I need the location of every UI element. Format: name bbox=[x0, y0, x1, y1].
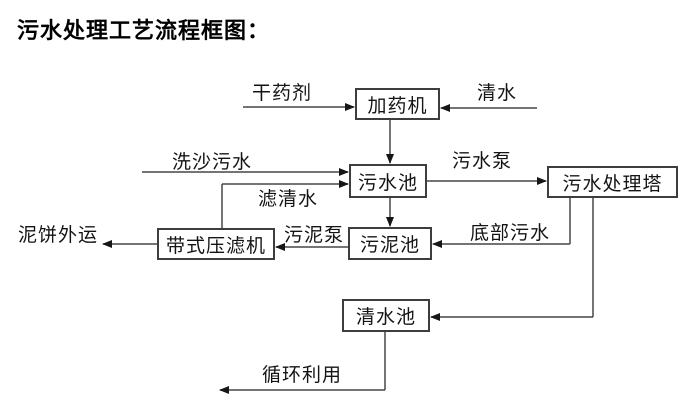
node-clean-water-pool: 清水池 bbox=[342, 299, 430, 332]
edge-label-clean-water: 清水 bbox=[477, 83, 518, 104]
node-sewage-treatment-tower: 污水处理塔 bbox=[547, 166, 678, 198]
node-belt-filter-press: 带式压滤机 bbox=[157, 228, 275, 260]
edge-label-filtered-water: 滤清水 bbox=[258, 189, 319, 210]
edge-label-sludge-pump: 污泥泵 bbox=[284, 225, 345, 246]
node-sludge-pool: 污泥池 bbox=[348, 227, 432, 260]
node-sewage-pool: 污水池 bbox=[349, 164, 427, 198]
edge-label-bottom-sewage: 底部污水 bbox=[470, 223, 551, 244]
page-title: 污水处理工艺流程框图： bbox=[17, 18, 271, 43]
node-dosing-machine: 加药机 bbox=[355, 88, 440, 120]
edge-label-dry-agent: 干药剂 bbox=[252, 83, 313, 104]
edge-label-sewage-pump: 污水泵 bbox=[452, 151, 513, 172]
edge-label-recycle-use: 循环利用 bbox=[262, 365, 343, 386]
edge-label-mud-cake-outbound: 泥饼外运 bbox=[18, 225, 99, 246]
edge-label-sand-washing-sewage: 洗沙污水 bbox=[172, 152, 253, 173]
